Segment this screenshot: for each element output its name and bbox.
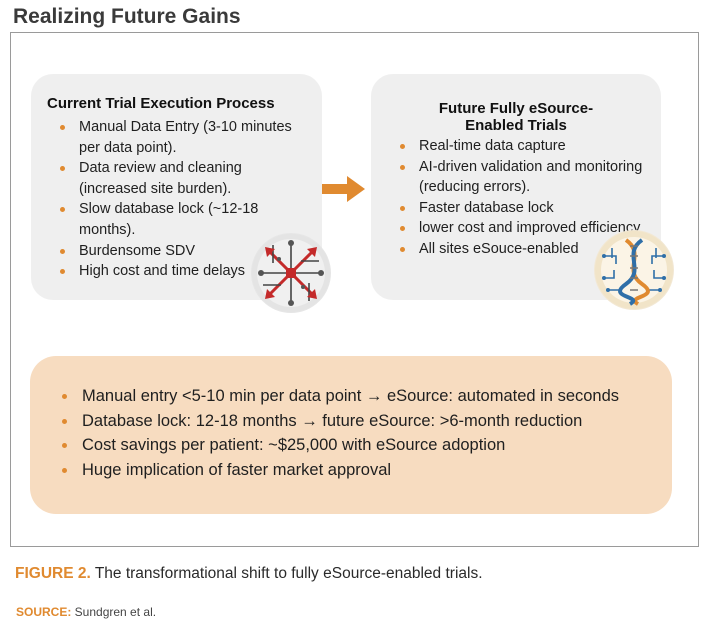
summary-list: Manual entry <5-10 min per data point → … <box>60 384 670 483</box>
list-item: Faster database lock <box>395 198 660 219</box>
process-network-icon <box>251 233 331 313</box>
caption-text: The transformational shift to fully eSou… <box>90 565 483 582</box>
list-item: Cost savings per patient: ~$25,000 with … <box>60 433 670 458</box>
list-item: Burdensome SDV <box>55 241 305 262</box>
list-item: lower cost and improved efficiency <box>395 218 660 239</box>
current-process-list: Manual Data Entry (3-10 minutes per data… <box>55 117 305 282</box>
list-item: Real-time data capture <box>395 136 660 157</box>
list-item: Data review and cleaning (increased site… <box>55 158 305 199</box>
future-trials-list: Real-time data capture AI-driven validat… <box>395 136 660 260</box>
future-trials-heading: Future Fully eSource- Enabled Trials <box>371 100 661 134</box>
source-label: SOURCE: <box>16 605 72 619</box>
figure-caption: FIGURE 2. The transformational shift to … <box>15 565 483 583</box>
current-process-heading: Current Trial Execution Process <box>47 95 275 112</box>
source-note: SOURCE: Sundgren et al. <box>16 605 156 619</box>
summary-panel: Manual entry <5-10 min per data point → … <box>30 356 672 514</box>
future-trials-heading-line2: Enabled Trials <box>465 117 567 134</box>
list-item: Manual entry <5-10 min per data point → … <box>60 384 670 409</box>
list-item: All sites eSouce-enabled <box>395 239 660 260</box>
future-trials-heading-line1: Future Fully eSource- <box>438 100 594 117</box>
dna-circuit-icon <box>594 230 674 310</box>
source-text: Sundgren et al. <box>71 605 157 619</box>
list-item: Slow database lock (~12-18 months). <box>55 199 305 240</box>
figure-frame <box>10 32 699 547</box>
caption-label: FIGURE 2. <box>15 565 91 582</box>
list-item: Database lock: 12-18 months → future eSo… <box>60 409 670 434</box>
figure-title: Realizing Future Gains <box>13 5 241 28</box>
list-item: AI-driven validation and monitoring (red… <box>395 157 660 198</box>
list-item: High cost and time delays <box>55 261 305 282</box>
list-item: Huge implication of faster market approv… <box>60 458 670 483</box>
right-arrow-icon <box>322 176 366 207</box>
list-item: Manual Data Entry (3-10 minutes per data… <box>55 117 305 158</box>
future-trials-panel: Future Fully eSource- Enabled Trials Rea… <box>371 74 661 300</box>
